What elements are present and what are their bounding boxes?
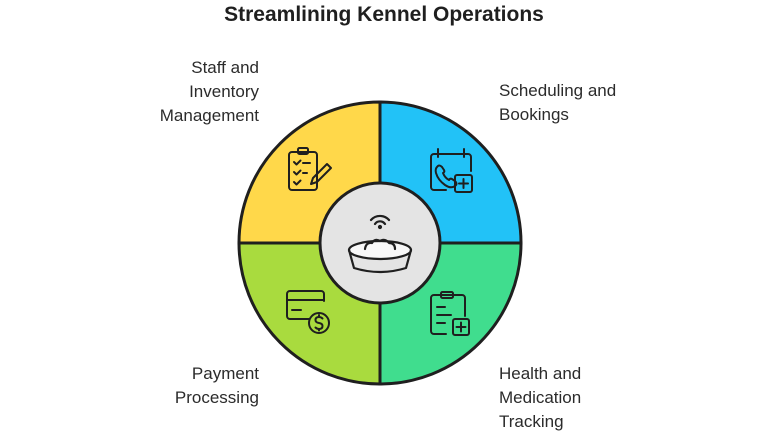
label-line: Health and — [499, 364, 582, 383]
label-line: Tracking — [499, 412, 564, 431]
label-staff: Staff and Inventory Management — [160, 56, 259, 128]
label-line: Staff and — [191, 58, 259, 77]
label-line: Medication — [499, 388, 582, 407]
label-line: Management — [159, 106, 259, 125]
clipboard-plus-icon — [430, 291, 470, 336]
page-title: Streamlining Kennel Operations — [224, 3, 544, 26]
label-line: Processing — [174, 388, 259, 407]
label-line: Inventory — [189, 82, 259, 101]
label-line: Scheduling and — [499, 81, 617, 100]
label-line: Payment — [191, 364, 259, 383]
label-line: Bookings — [499, 105, 569, 124]
pet-bowl-icon — [347, 214, 413, 274]
label-payment: Payment Processing — [175, 362, 259, 410]
calendar-phone-plus-icon — [430, 148, 473, 193]
label-scheduling: Scheduling and Bookings — [499, 79, 616, 127]
clipboard-checklist-icon — [288, 147, 332, 191]
label-health: Health and Medication Tracking — [499, 362, 581, 434]
card-dollar-icon — [286, 290, 330, 334]
